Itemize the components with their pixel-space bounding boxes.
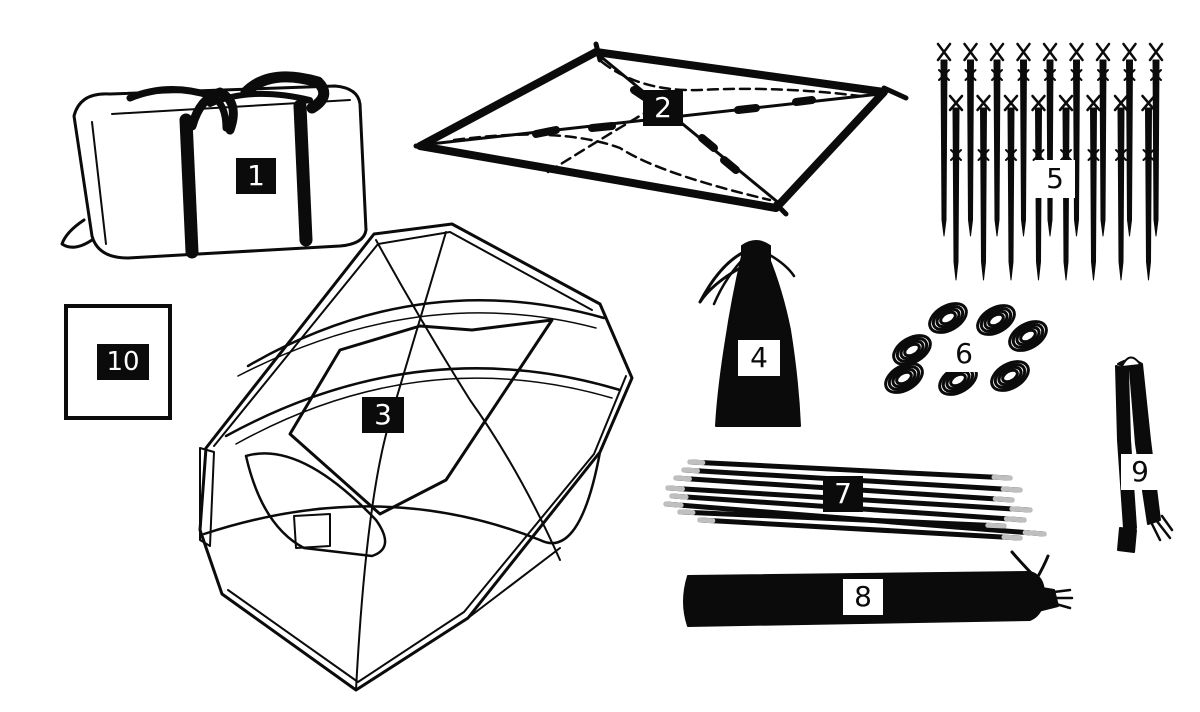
tent-icon — [198, 222, 634, 692]
label-10: 10 — [97, 344, 149, 380]
label-2: 2 — [643, 90, 683, 126]
label-4: 4 — [738, 340, 780, 376]
stake-sack-icon — [698, 240, 801, 427]
label-6: 6 — [945, 336, 983, 372]
label-3: 3 — [362, 397, 404, 433]
tent-stakes-icon — [936, 42, 1164, 281]
label-9: 9 — [1121, 454, 1159, 490]
footprint-groundsheet-icon — [413, 41, 909, 217]
label-8: 8 — [843, 579, 883, 615]
label-7: 7 — [823, 476, 863, 512]
empty-frame-icon — [64, 304, 172, 420]
label-1: 1 — [236, 158, 276, 194]
label-5: 5 — [1035, 160, 1075, 198]
carry-bag-icon — [60, 71, 368, 260]
